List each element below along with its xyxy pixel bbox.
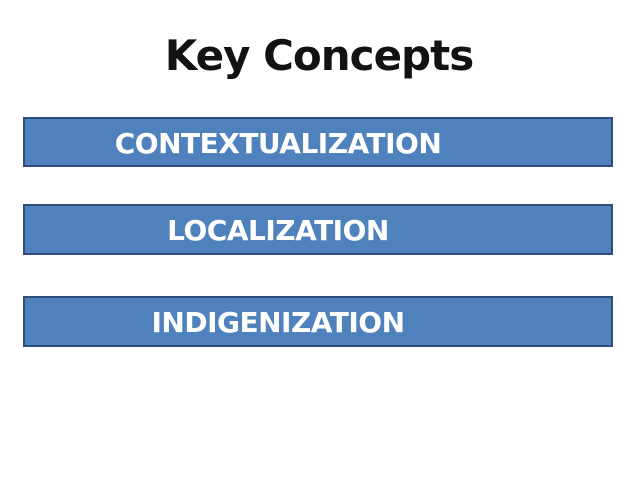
slide-title: Key Concepts <box>164 31 474 80</box>
concept-box-indigenization: INDIGENIZATION <box>23 296 613 347</box>
concept-box-localization: LOCALIZATION <box>23 204 613 255</box>
concept-label: LOCALIZATION <box>167 214 389 247</box>
concept-box-contextualization: CONTEXTUALIZATION <box>23 117 613 167</box>
concept-label: INDIGENIZATION <box>151 306 405 339</box>
concept-label: CONTEXTUALIZATION <box>114 126 442 160</box>
